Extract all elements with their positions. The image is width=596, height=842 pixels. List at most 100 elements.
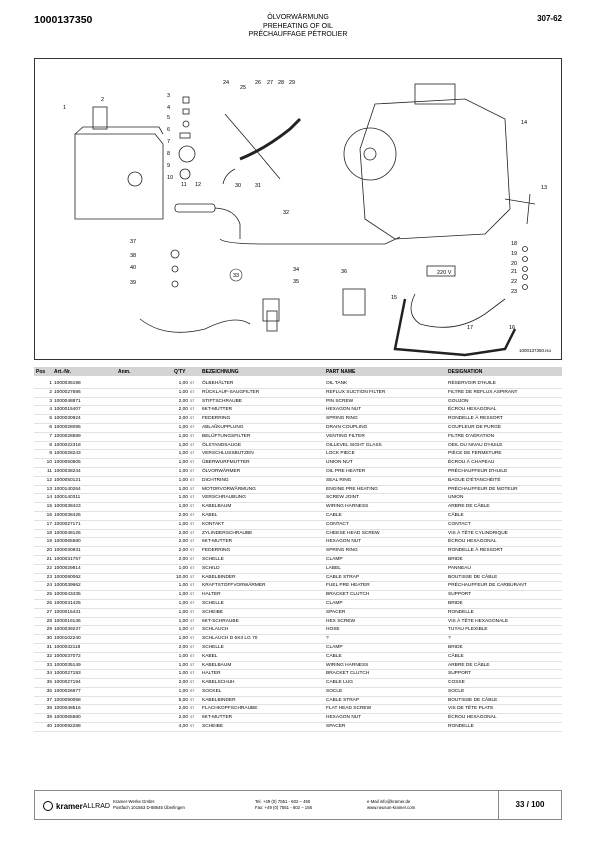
cell-de: STIFTSCHRAUBE (202, 398, 242, 404)
cell-unit: ST (190, 504, 195, 509)
callout-37: 37 (130, 239, 136, 245)
cell-fr: SOCLE (448, 688, 465, 694)
cell-unit: ST (190, 398, 195, 403)
title-german: ÖLVORWÄRMUNG (267, 14, 329, 21)
cell-art: 1000038425 (54, 512, 81, 518)
cell-fr: CÂBLE (448, 653, 464, 659)
cell-pos: 30 (46, 636, 52, 642)
cell-art: 1000027193 (54, 671, 81, 677)
fax-number: Fax: +49 (0) 7551 - 602 – 156 (255, 805, 312, 810)
cell-qty: 1,00 (178, 653, 188, 659)
cell-pos: 6 (49, 424, 52, 430)
cell-art: 1000065580 (54, 715, 81, 721)
brand-sub: ALLRAD (82, 802, 110, 810)
cell-de: RÜCKLAUF-SAUGFILTER (202, 389, 260, 395)
cell-art: 1000027194 (54, 680, 81, 686)
cell-qty: 5,00 (178, 697, 188, 703)
cell-pos: 5 (49, 416, 52, 422)
cell-qty: 1,00 (178, 468, 188, 474)
email-address[interactable]: e-Mail info@kramer.de (367, 799, 411, 804)
cell-de: MOTORVORWÄRMUNG (202, 486, 256, 492)
company-name: Kramer-Werke GmbH (113, 799, 155, 804)
website-url[interactable]: www.neuson-kramer.com (367, 805, 416, 810)
fuel-preheater-bracket (224, 113, 281, 180)
cell-qty: 1,00 (178, 504, 188, 510)
cell-en: WIRING HARNESS (326, 504, 369, 510)
cell-pos: 32 (46, 653, 52, 659)
callout-6: 6 (167, 127, 170, 133)
cell-pos: 21 (46, 556, 52, 562)
cell-unit: ST (190, 477, 195, 482)
cell-de: ZYLINDERSCHRAUBE (202, 530, 253, 536)
cell-fr: BRIDE (448, 644, 463, 650)
cell-en: SPRING RING (326, 548, 358, 554)
cell-fr: PRÉCHAUFFEUR DE CARBURANT (448, 583, 527, 589)
cell-qty: 2,00 (178, 548, 188, 554)
cell-en: SCREW JOINT (326, 495, 360, 501)
cell-de: ÖLBEHÄLTER (202, 381, 234, 386)
cell-art: 1000032118 (54, 644, 81, 650)
cell-en: SPACER (326, 724, 346, 730)
cell-pos: 29 (46, 627, 52, 633)
cell-pos: 27 (46, 609, 52, 615)
cell-en: ENGINE PRE HEATING (326, 486, 378, 492)
cell-art: 1000015431 (54, 609, 81, 615)
cell-unit: ST (190, 407, 195, 412)
cell-pos: 1 (49, 381, 52, 386)
cell-en: HOSE (326, 627, 340, 633)
cell-fr: VIS À TÊTE CYLINDRIQUE (448, 530, 508, 536)
cell-fr: UNION (448, 495, 464, 501)
voltage-tag-box (426, 265, 456, 277)
cell-en: SPACER (326, 609, 346, 615)
callout-16: 16 (509, 325, 515, 331)
callout-8: 8 (167, 151, 170, 157)
cell-qty: 2,00 (178, 416, 188, 422)
cell-art: 1000022318 (54, 442, 81, 448)
cell-fr: ARBRE DE CÂBLE (448, 504, 490, 510)
engine-fan (343, 127, 397, 181)
cell-fr: ÉCROU HEXAGONAL (448, 539, 497, 545)
cell-unit: ST (190, 662, 195, 667)
cell-qty: 1,00 (178, 460, 188, 466)
callout-26: 26 (255, 80, 261, 86)
cell-de: KABELBINDER (202, 574, 236, 580)
cell-art: 1000065580 (54, 539, 81, 545)
cell-qty: 1,00 (178, 486, 188, 492)
cell-pos: 36 (46, 688, 52, 694)
cell-unit: ST (190, 530, 195, 535)
callout-40: 40 (130, 265, 136, 271)
cell-pos: 24 (46, 583, 52, 589)
cell-de: SCHELLE (202, 600, 224, 606)
cell-pos: 28 (46, 618, 52, 624)
cell-de: 6KT-MUTTER (202, 407, 233, 413)
cell-pos: 19 (46, 539, 52, 545)
cell-art: 1000050121 (54, 477, 81, 483)
cell-en: VENTING FILTER (326, 433, 365, 439)
cell-de: SCHILD (202, 565, 220, 571)
cell-en: FUEL PRE HEATER (326, 583, 370, 589)
col-pos: Pos (36, 369, 46, 375)
cell-en: LOCK PIECE (326, 451, 355, 457)
cell-qty: 1,00 (178, 424, 188, 430)
cell-pos: 26 (46, 600, 52, 606)
heater-cable-main (393, 298, 517, 357)
cable-32-path (219, 236, 401, 245)
heater-cable-loop (410, 293, 506, 328)
cell-art: 1000038423 (54, 504, 81, 510)
cell-pos: 12 (46, 477, 52, 483)
callout-28: 28 (278, 80, 284, 86)
cell-de: SCHEIBE (202, 724, 224, 730)
title-french: PRÉCHAUFFAGE PÉTROLIER (248, 31, 348, 38)
cell-fr: ARBRE DE CÂBLE (448, 662, 490, 668)
cell-en: DRAIN COUPLING (326, 424, 368, 430)
cell-en: HEXAGON NUT (326, 715, 362, 721)
cell-qty: 1,00 (178, 662, 188, 668)
